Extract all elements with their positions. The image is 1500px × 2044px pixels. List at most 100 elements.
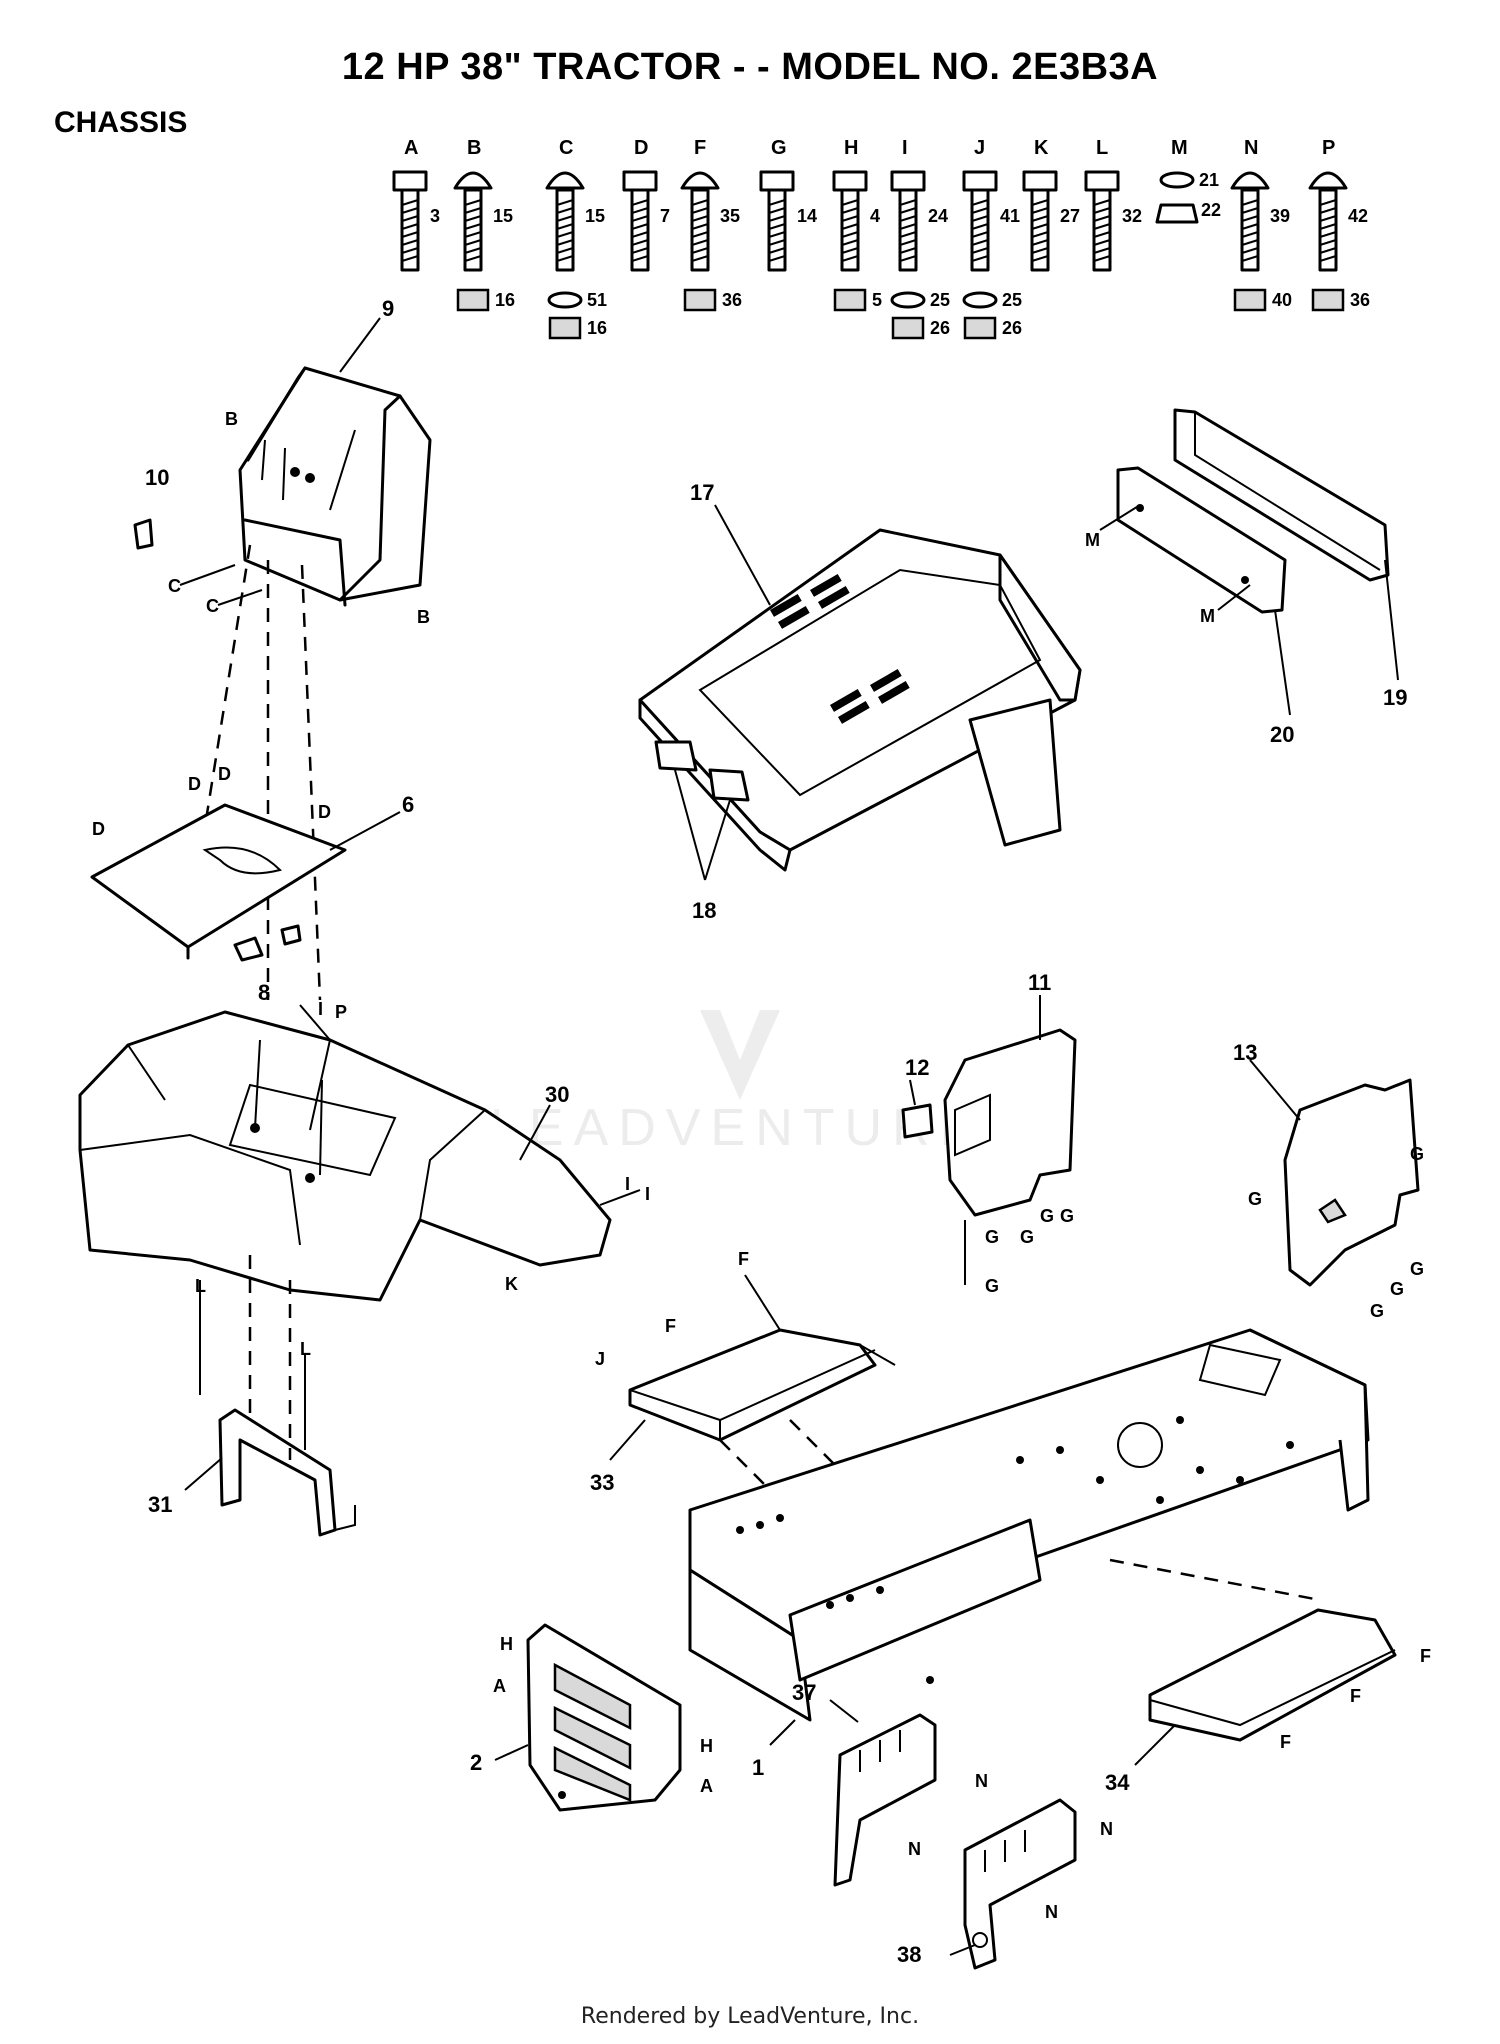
ref-n-4: N [1045,1902,1058,1922]
bolt-3-head-icon [392,170,428,192]
ref-d-3: D [218,764,231,784]
part-number-41: 41 [1000,206,1020,226]
washer-51-icon [547,291,583,309]
bolt-thread [1241,207,1259,214]
bolt-thread [401,207,419,214]
grille-19: 19 [1173,408,1407,710]
bolt-thread [1031,207,1049,214]
bolt-thread [464,215,482,222]
bolt-thread [768,223,786,230]
callout-8: 8 [258,980,270,1005]
fender-30: 30 I P I I K [78,999,650,1302]
ref-f-2: F [738,1249,749,1269]
bolt-thread [401,239,419,246]
ref-c-2: C [206,596,219,616]
callout-1: 1 [752,1755,764,1780]
bolt-thread [1031,199,1049,206]
callout-37: 37 [792,1680,816,1705]
bolt-thread [768,231,786,238]
page-title: 12 HP 38" TRACTOR - - MODEL NO. 2E3B3A [341,46,1159,88]
ref-g-j: G [1370,1301,1384,1321]
bolt-thread [464,255,482,262]
bolt-thread [1031,255,1049,262]
bolt-thread [1241,247,1259,254]
bolt-thread [971,231,989,238]
bolt-thread [768,199,786,206]
hardware-letter-c: C [559,137,573,159]
ref-f-4: F [1350,1686,1361,1706]
bolt-thread [556,239,574,246]
bolt-thread [971,223,989,230]
bolt-thread [631,223,649,230]
bolt-thread [1241,223,1259,230]
bolt-thread [1319,239,1337,246]
ref-g-i: G [1390,1279,1404,1299]
bolt-4-head-icon [832,170,868,192]
washer-25-icon [962,291,998,309]
bolt-32-head-icon [1084,170,1120,192]
part-number-40: 40 [1272,290,1292,310]
bolt-thread [899,215,917,222]
bolt-14-head-icon [759,170,795,192]
ref-b-1: B [225,409,238,429]
bolt-thread [464,239,482,246]
bolt-thread [768,207,786,214]
part-number-32: 32 [1122,206,1142,226]
bolt-thread [1319,247,1337,254]
part-number-15: 15 [493,206,513,226]
bolt-thread [1093,199,1111,206]
nut-36-icon [1311,288,1345,312]
dash-panel-9: 9 B B C C [168,296,432,1001]
ref-l-1: L [195,1276,206,1296]
ref-g-a: G [985,1227,999,1247]
bolt-42-head-icon [1308,171,1348,190]
bolt-thread [1031,231,1049,238]
ref-d-1: D [92,819,105,839]
bolt-thread [1319,215,1337,222]
bolt-thread [1241,239,1259,246]
callout-33: 33 [590,1470,614,1495]
part-number-35: 35 [720,206,740,226]
bolt-thread [691,199,709,206]
bolt-thread [556,247,574,254]
ref-g-d: G [1060,1206,1074,1226]
callout-6: 6 [402,792,414,817]
bolt-thread [631,239,649,246]
part-number-25: 25 [930,290,950,310]
ref-d-2: D [188,774,201,794]
bolt-thread [1241,215,1259,222]
plug-10: 10 [133,465,169,550]
bolt-thread [1241,255,1259,262]
part-number-16: 16 [587,318,607,338]
hardware-letter-f: F [694,137,706,159]
bolt-thread [691,223,709,230]
bolt-thread [464,223,482,230]
part-number-21: 21 [1199,170,1219,190]
bolt-thread [1093,223,1111,230]
bolt-thread [1093,239,1111,246]
bolt-thread [899,199,917,206]
bolt-15-head-icon [545,171,585,190]
bolt-thread [631,207,649,214]
part-number-36: 36 [722,290,742,310]
ref-m-2: M [1200,606,1215,626]
pad-34: 34 F F F [1105,1608,1431,1795]
bolt-thread [631,199,649,206]
bolt-41-head-icon [962,170,998,192]
bolt-thread [1031,239,1049,246]
bolt-thread [401,215,419,222]
bolt-thread [1241,199,1259,206]
bolt-thread [1319,199,1337,206]
hardware-letter-n: N [1244,137,1258,159]
ref-g-c: G [1040,1206,1054,1226]
part-number-3: 3 [430,206,440,226]
hardware-letter-k: K [1034,137,1049,159]
bolt-thread [556,215,574,222]
hardware-letter-i: I [902,137,908,159]
ref-p-1: P [335,1002,347,1022]
bolt-thread [556,255,574,262]
bolt-7-head-icon [622,170,658,192]
ref-a-1: A [493,1676,506,1696]
ref-b-2: B [417,607,430,627]
bolt-thread [1319,207,1337,214]
